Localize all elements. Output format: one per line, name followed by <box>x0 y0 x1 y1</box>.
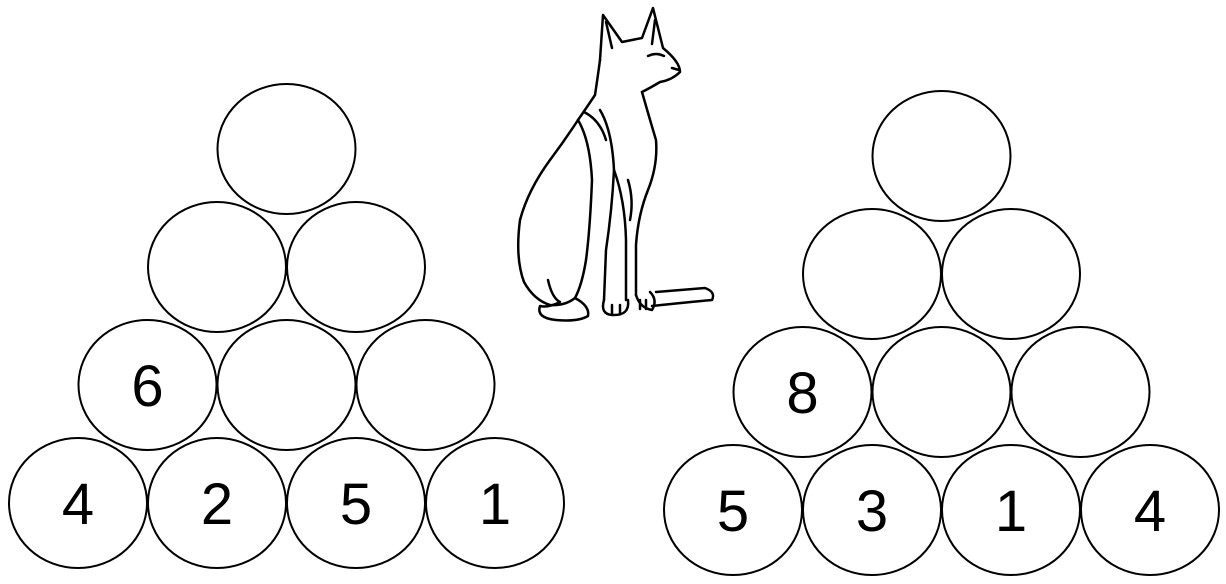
left-pyramid-cell-value-r0-c1: 2 <box>201 472 233 537</box>
left-pyramid-cell-r2-c1[interactable] <box>287 202 425 332</box>
right-pyramid-cell-r2-c0[interactable] <box>803 209 941 339</box>
right-pyramid-cell-r2-c1[interactable] <box>942 209 1080 339</box>
right-pyramid-cell-value-r1-c0: 8 <box>786 361 818 426</box>
right-pyramid-cell-r1-c2[interactable] <box>1012 327 1150 457</box>
right-pyramid-cell-r3-c0[interactable] <box>873 91 1011 221</box>
left-pyramid-cell-r2-c0[interactable] <box>148 202 286 332</box>
cat-icon <box>518 8 713 321</box>
left-pyramid-cell-r1-c1[interactable] <box>218 320 356 450</box>
left-pyramid-cell-r1-c2[interactable] <box>357 320 495 450</box>
right-pyramid-cell-value-r0-c2: 1 <box>995 479 1027 544</box>
right-pyramid-cell-r1-c1[interactable] <box>873 327 1011 457</box>
right-pyramid-cell-value-r0-c1: 3 <box>856 479 888 544</box>
left-pyramid-cell-r3-c0[interactable] <box>218 84 356 214</box>
left-pyramid-cell-value-r0-c3: 1 <box>479 472 511 537</box>
left-number-pyramid: 4 2 5 1 6 <box>9 84 564 568</box>
left-pyramid-cell-value-r1-c0: 6 <box>131 354 163 419</box>
right-pyramid-cell-value-r0-c0: 5 <box>717 479 749 544</box>
right-pyramid-cell-value-r0-c3: 4 <box>1134 479 1166 544</box>
left-pyramid-cell-value-r0-c2: 5 <box>340 472 372 537</box>
left-pyramid-cell-value-r0-c0: 4 <box>62 472 94 537</box>
right-number-pyramid: 5 3 1 4 8 <box>664 91 1219 575</box>
